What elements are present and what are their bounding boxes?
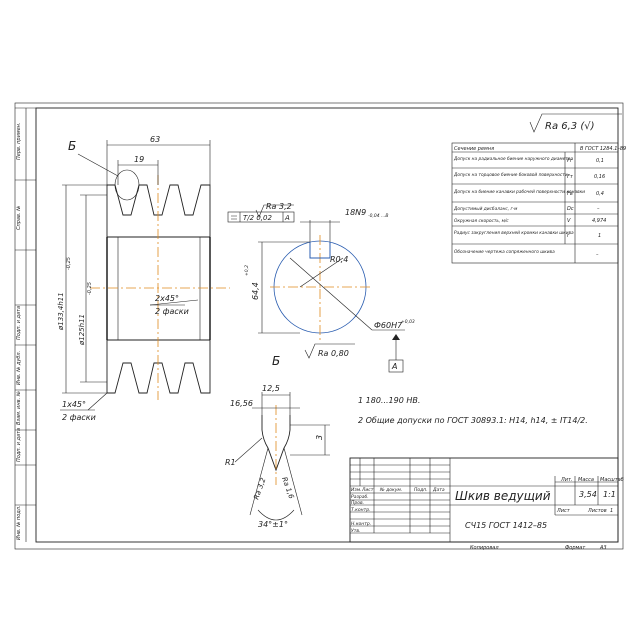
- stamp-text-2: Справ. №: [16, 206, 22, 230]
- stamp-text-3: Подп. и дата: [16, 306, 22, 340]
- dim-groove-1656: 16,56: [230, 399, 253, 408]
- table-row-2-sym: Fт: [567, 174, 574, 180]
- datum-a: A: [391, 362, 397, 371]
- tb-role-3: Т.контр.: [351, 507, 371, 513]
- part-name: Шкив ведущий: [455, 489, 551, 503]
- tb-col-list: Лист: [361, 487, 374, 493]
- ra-16-flank: Ra 1,6: [280, 476, 295, 500]
- table-row-4-sym: Dс: [567, 206, 574, 212]
- chamfer-1-note: 2 фаски: [62, 413, 96, 422]
- table-row-1-sym: Fr: [567, 158, 573, 164]
- table-row-2-val: 0,16: [594, 174, 605, 180]
- table-row-6-sym: r: [567, 233, 570, 239]
- tb-role-1: Разраб.: [351, 494, 369, 500]
- title-block: Изм. Лист № докум. Подп. Дата Разраб. Пр…: [349, 457, 624, 551]
- dim-key-18: 18N9: [345, 208, 366, 217]
- tb-col-date: Дата: [432, 487, 445, 493]
- tb-mass-label: Масса: [578, 477, 594, 483]
- table-row-5-sym: V: [567, 218, 571, 224]
- tb-sheets-value: 1: [610, 508, 613, 514]
- general-roughness: Ra 6,3 (√): [529, 113, 622, 133]
- inner-frame: [35, 107, 619, 543]
- table-row-1-val: 0,1: [596, 158, 604, 164]
- dim-v3: 3: [315, 435, 324, 440]
- dim-outer-dia-tol: -0,25: [66, 257, 72, 270]
- stamp-text-5: Взам. инв. №: [16, 391, 22, 425]
- dim-644-tol: +0,2: [244, 265, 250, 276]
- stamp-text-6: Подп. и дата: [16, 428, 22, 462]
- section-label-b-top: Б: [68, 139, 76, 153]
- tb-role-2: Пров.: [351, 500, 364, 506]
- runout-datum: A: [284, 214, 290, 222]
- groove-detail-b: Б 12,5 16,56 R1 3 Ra 3,2 Ra 1,6 34°±1°: [225, 354, 330, 529]
- tb-col-izm: Изм.: [351, 487, 362, 493]
- table-row-3-sym: Fв: [567, 191, 573, 197]
- dim-width-63: 63: [150, 135, 160, 144]
- runout-frame: [227, 211, 295, 223]
- dim-bore-60: Ф60H7: [374, 321, 403, 330]
- table-row-7-val: –: [596, 252, 599, 258]
- dim-outer-dia: ø133,4h11: [57, 292, 65, 331]
- pulley-section-view: Б 63 19 ø133,4h11 -0,25 ø125h11 -0,25 2х…: [57, 135, 230, 422]
- dim-key-18-tol: -0,04 ...B: [368, 213, 388, 219]
- tb-scale-value: 1:1: [603, 490, 616, 499]
- table-row-1-label: Допуск на радиальное биение наружного ди…: [453, 156, 573, 162]
- tb-col-sign: Подп.: [414, 487, 428, 493]
- table-row-5-label: Окружная скорость, м/с: [454, 218, 509, 224]
- dim-bore-60-tol: +0,03: [401, 319, 415, 325]
- chamfer-1x45: 1х45°: [62, 400, 86, 409]
- stamp-text-7: Инв. № подл.: [16, 506, 22, 541]
- stamp-text-1: Перв. примен.: [16, 122, 22, 160]
- table-header-1: Сечение ремня: [454, 146, 494, 152]
- side-stamp-strip: Перв. примен. Справ. № Подп. и дата Инв.…: [15, 107, 36, 542]
- tb-role-5: Утв.: [351, 528, 360, 534]
- table-row-6-label: Радиус закругления верхней кромки канавк…: [454, 230, 574, 236]
- tb-scale-label: Масштаб: [600, 477, 624, 483]
- part-material: СЧ15 ГОСТ 1412–85: [465, 521, 547, 530]
- table-row-5-val: 4,974: [592, 218, 606, 224]
- table-row-3-label: Допуск на биение канавки рабочей поверхн…: [453, 189, 585, 195]
- dim-groove-19: 19: [134, 155, 144, 164]
- tb-role-4: Н.контр.: [351, 521, 371, 527]
- note-2: 2 Общие допуски по ГОСТ 30893.1: H14, h1…: [358, 416, 588, 425]
- dim-inner-dia-tol: -0,25: [87, 282, 93, 295]
- tb-lit-label: Лит.: [560, 477, 573, 483]
- table-row-3-val: 0,4: [596, 191, 604, 197]
- tb-mass-value: 3,54: [579, 490, 597, 499]
- tb-format-label: Формат: [565, 545, 586, 551]
- ra-32-top: Ra 3,2: [266, 202, 292, 211]
- dim-r1: R1: [225, 458, 236, 467]
- tb-col-doc: № докум.: [379, 487, 402, 493]
- table-row-2-label: Допуск на торцовое биение боковой поверх…: [453, 172, 568, 178]
- tb-format-value: А3: [599, 545, 607, 551]
- dim-inner-dia: ø125h11: [78, 314, 86, 346]
- roughness-general-text: Ra 6,3 (√): [545, 121, 595, 132]
- note-1: 1 180...190 НВ.: [358, 396, 420, 405]
- section-label-b-bottom: Б: [272, 354, 280, 368]
- ra-080: Ra 0,80: [318, 349, 349, 358]
- chamfer-2x45: 2х45°: [155, 294, 179, 303]
- stamp-text-4: Инв. № дубл.: [16, 351, 22, 385]
- table-row-4-val: –: [597, 206, 600, 212]
- table-header-3: В ГОСТ 1284.1–89: [580, 146, 626, 152]
- chamfer-2-note: 2 фаски: [155, 307, 189, 316]
- runout-text: T/2 0,02: [243, 214, 272, 222]
- table-row-7-label: Обозначение чертежа сопряженного шкива: [454, 249, 555, 255]
- table-row-4-label: Допустимый дисбаланс, г·м: [453, 206, 518, 212]
- dim-644: 64,4: [251, 282, 260, 300]
- dim-groove-125: 12,5: [262, 384, 280, 393]
- datum-a-box: [388, 359, 404, 373]
- bore-view: R0,4 18N9 -0,04 ...B Ra 3,2 T/2 0,02 A 6…: [227, 202, 415, 373]
- tb-sheet-label: Лист: [556, 508, 571, 514]
- technical-notes: 1 180...190 НВ. 2 Общие допуски по ГОСТ …: [358, 396, 588, 425]
- parameter-table: Сечение ремня В ГОСТ 1284.1–89 Допуск на…: [451, 142, 626, 264]
- dim-angle-34: 34°±1°: [258, 520, 288, 529]
- table-row-6-val: 1: [598, 233, 601, 239]
- tb-copied: Копировал: [470, 545, 499, 551]
- outer-frame: [14, 102, 624, 550]
- dim-r04: R0,4: [330, 255, 348, 264]
- tb-sheets-label: Листов: [587, 508, 607, 514]
